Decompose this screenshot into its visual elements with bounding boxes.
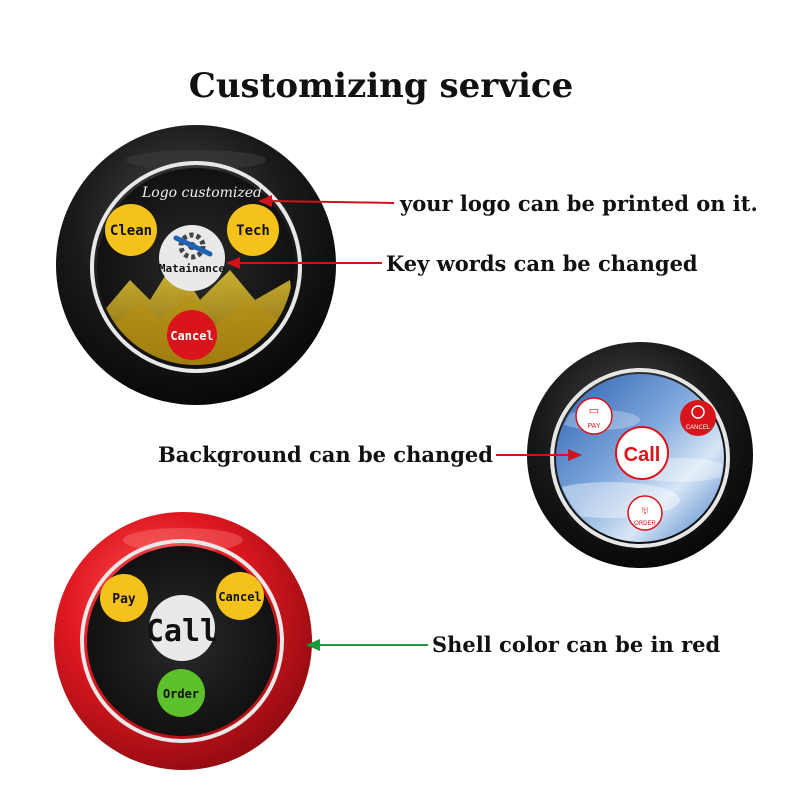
pager1-cancel-label: Cancel xyxy=(170,329,213,343)
pager2-pay-button[interactable] xyxy=(575,397,613,435)
pager3-call-label: Call xyxy=(146,614,218,649)
pager1-clean-label: Clean xyxy=(110,223,152,239)
arrow-logo xyxy=(258,195,395,207)
pager3-pay-button[interactable] xyxy=(100,574,148,622)
pager1-cancel-button[interactable] xyxy=(167,310,217,360)
pager-red-shell: Pay Cancel Call Order xyxy=(54,512,312,770)
pager1-logo-text: Logo customized xyxy=(141,185,262,201)
cup-icon: ♅ xyxy=(641,503,650,517)
caption-background: Background can be changed xyxy=(158,442,493,467)
arrow-keywords xyxy=(226,257,382,269)
pager1-tech-button[interactable] xyxy=(227,204,279,256)
pager3-ring xyxy=(80,539,284,743)
pager2-call-button[interactable] xyxy=(615,426,669,480)
caption-shell: Shell color can be in red xyxy=(432,632,721,657)
pager1-clean-button[interactable] xyxy=(105,204,157,256)
pager1-maintenance-label: Matainance xyxy=(159,262,226,275)
pager3-cancel-label: Cancel xyxy=(218,590,261,604)
pager3-pay-label: Pay xyxy=(112,592,136,607)
page-title: Customizing service xyxy=(188,66,574,106)
gear-icon xyxy=(173,232,213,260)
pager3-call-button[interactable] xyxy=(149,595,215,661)
pager2-ring xyxy=(550,368,730,548)
arrow-background xyxy=(496,449,582,461)
close-icon xyxy=(691,405,705,419)
pager3-order-button[interactable] xyxy=(157,669,205,717)
pager2-order-button[interactable] xyxy=(627,495,663,531)
pager-black-logo: Logo customized Clean Tech Matainance Ca… xyxy=(56,125,336,405)
card-icon: ▭ xyxy=(589,405,599,417)
pager2-pay-label: PAY xyxy=(588,423,601,430)
pager3-cancel-button[interactable] xyxy=(216,572,264,620)
pager3-order-label: Order xyxy=(163,687,199,701)
caption-logo: your logo can be printed on it. xyxy=(400,191,758,216)
pager2-cancel-label: CANCEL xyxy=(686,425,711,431)
pager2-call-label: Call xyxy=(624,444,661,466)
pager1-ring xyxy=(90,161,302,373)
pager1-tech-label: Tech xyxy=(236,223,270,239)
caption-keywords: Key words can be changed xyxy=(386,251,698,276)
pager2-order-label: ORDER xyxy=(634,521,656,527)
pager-black-sky: ▭ PAY CANCEL Call ♅ ORDER xyxy=(527,342,753,568)
arrow-shell xyxy=(306,639,428,651)
